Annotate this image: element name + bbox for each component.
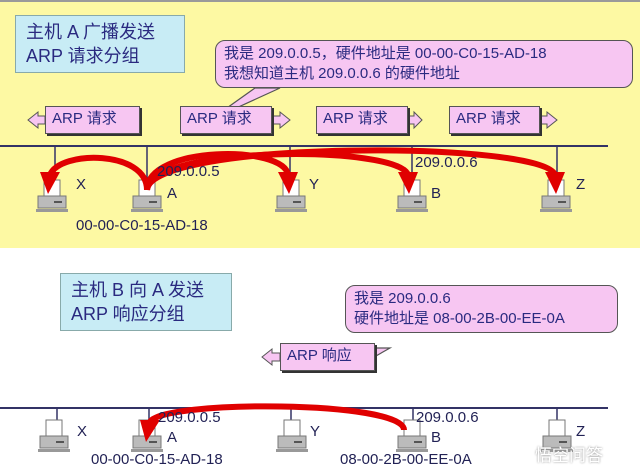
computer-y-icon	[275, 419, 309, 453]
title-line: 主机 B 向 A 发送	[71, 280, 205, 300]
mac-b: 08-00-2B-00-EE-0A	[340, 451, 472, 468]
host-label-x: X	[77, 423, 88, 440]
ip-b: 209.0.0.6	[416, 409, 479, 426]
bubble-line: 我是 209.0.0.5，硬件地址是 00-00-C0-15-AD-18	[224, 45, 547, 62]
request-bubble: 我是 209.0.0.5，硬件地址是 00-00-C0-15-AD-18 我想知…	[215, 40, 633, 88]
title-line: ARP 请求分组	[26, 46, 140, 66]
ip-b: 209.0.0.6	[415, 154, 478, 171]
bubble-line: 硬件地址是 08-00-2B-00-EE-0A	[354, 310, 565, 327]
host-label-y: Y	[310, 423, 321, 440]
arp-reply-packet: ARP 响应	[280, 343, 375, 371]
drop-lines-bottom	[56, 408, 558, 440]
arp-request-packet: ARP 请求	[316, 106, 408, 134]
computer-x-icon	[37, 419, 71, 453]
title-line: 主机 A 广播发送	[26, 22, 156, 42]
ip-a: 209.0.0.5	[157, 163, 220, 180]
host-label-b: B	[431, 185, 442, 202]
bottom-title: 主机 B 向 A 发送 ARP 响应分组	[60, 273, 232, 331]
arp-request-packet: ARP 请求	[180, 106, 272, 134]
bubble-line: 我想知道主机 209.0.0.6 的硬件地址	[224, 65, 460, 82]
ip-a: 209.0.0.5	[158, 409, 221, 426]
bubble-line: 我是 209.0.0.6	[354, 290, 451, 307]
host-label-z: Z	[576, 423, 586, 440]
reply-arrow	[147, 403, 407, 432]
watermark: 悟空问答	[535, 446, 603, 465]
host-label-a: A	[167, 429, 178, 446]
host-label-z: Z	[576, 176, 586, 193]
arp-request-packet: ARP 请求	[45, 106, 140, 134]
arp-request-packet: ARP 请求	[449, 106, 540, 134]
host-label-a: A	[167, 185, 178, 202]
mac-a: 00-00-C0-15-AD-18	[76, 217, 208, 234]
arrowheads-top	[40, 172, 565, 194]
reply-arrowhead	[140, 420, 160, 442]
host-label-y: Y	[309, 176, 320, 193]
broadcast-arrows	[47, 147, 558, 192]
top-title: 主机 A 广播发送 ARP 请求分组	[15, 15, 185, 73]
host-label-x: X	[76, 176, 87, 193]
mac-a: 00-00-C0-15-AD-18	[91, 451, 223, 468]
packet-direction-arrows	[27, 110, 558, 367]
host-label-b: B	[431, 429, 442, 446]
title-line: ARP 响应分组	[71, 304, 185, 324]
reply-bubble: 我是 209.0.0.6 硬件地址是 08-00-2B-00-EE-0A	[345, 285, 618, 333]
